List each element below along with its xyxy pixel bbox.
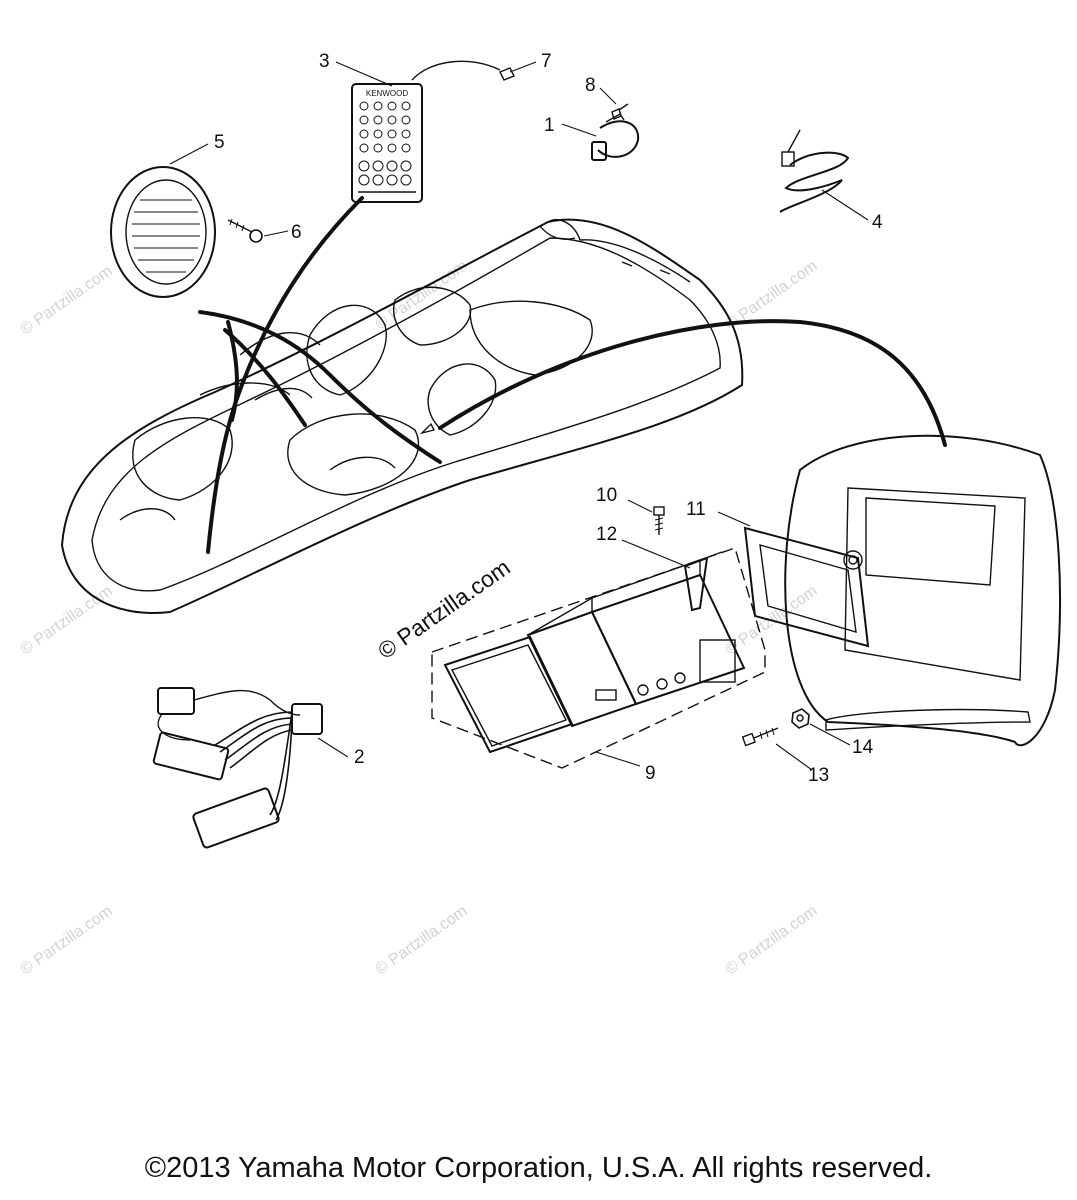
watermark-main: © Partzilla.com [373,554,515,664]
callout-6: 6 [291,222,302,243]
callout-1: 1 [544,115,555,136]
callout-9: 9 [645,763,656,784]
remote-brand-label: KENWOOD [366,89,408,98]
callout-8: 8 [585,75,596,96]
nut-part-14 [791,708,810,729]
cable-part-7 [411,60,515,81]
screw-part-6 [227,218,263,243]
copyright-footer: ©2013 Yamaha Motor Corporation, U.S.A. A… [144,1152,933,1184]
bolt-part-13 [741,727,779,747]
callout-2: 2 [354,747,365,768]
watermark: © Partzilla.com [723,903,821,979]
clamp-part-1 [591,113,640,161]
watermark: © Partzilla.com [373,258,471,334]
watermark: © Partzilla.com [373,903,471,979]
trim-frame-part-11 [743,526,870,648]
antenna-part-4 [779,129,850,213]
speaker-part-5 [110,166,216,298]
watermark: © Partzilla.com [18,903,116,979]
callout-4: 4 [872,212,883,233]
bracket-part-12 [683,551,723,612]
callout-5: 5 [214,132,225,153]
wiring-harness-runs [198,196,947,554]
watermark: © Partzilla.com [18,583,116,659]
remote-control-part-3: KENWOOD [351,83,423,203]
watermark-layer: © Partzilla.com © Partzilla.com © Partzi… [18,258,821,979]
bolt-part-10 [653,506,665,535]
callout-12: 12 [596,524,617,545]
callout-7: 7 [541,51,552,72]
dash-panel [784,434,1061,747]
stereo-unit-part-9 [431,547,766,769]
leader-lines [169,61,869,771]
callout-3: 3 [319,51,330,72]
callout-13: 13 [808,765,829,786]
boat-hull [60,218,744,614]
wire-harness-part-2 [152,687,323,849]
callout-10: 10 [596,485,617,506]
callout-labels: 1 2 3 4 5 6 7 8 9 10 11 12 13 14 [214,51,883,786]
callout-11: 11 [686,499,706,520]
callout-14: 14 [852,737,874,758]
watermark: © Partzilla.com [18,263,116,339]
